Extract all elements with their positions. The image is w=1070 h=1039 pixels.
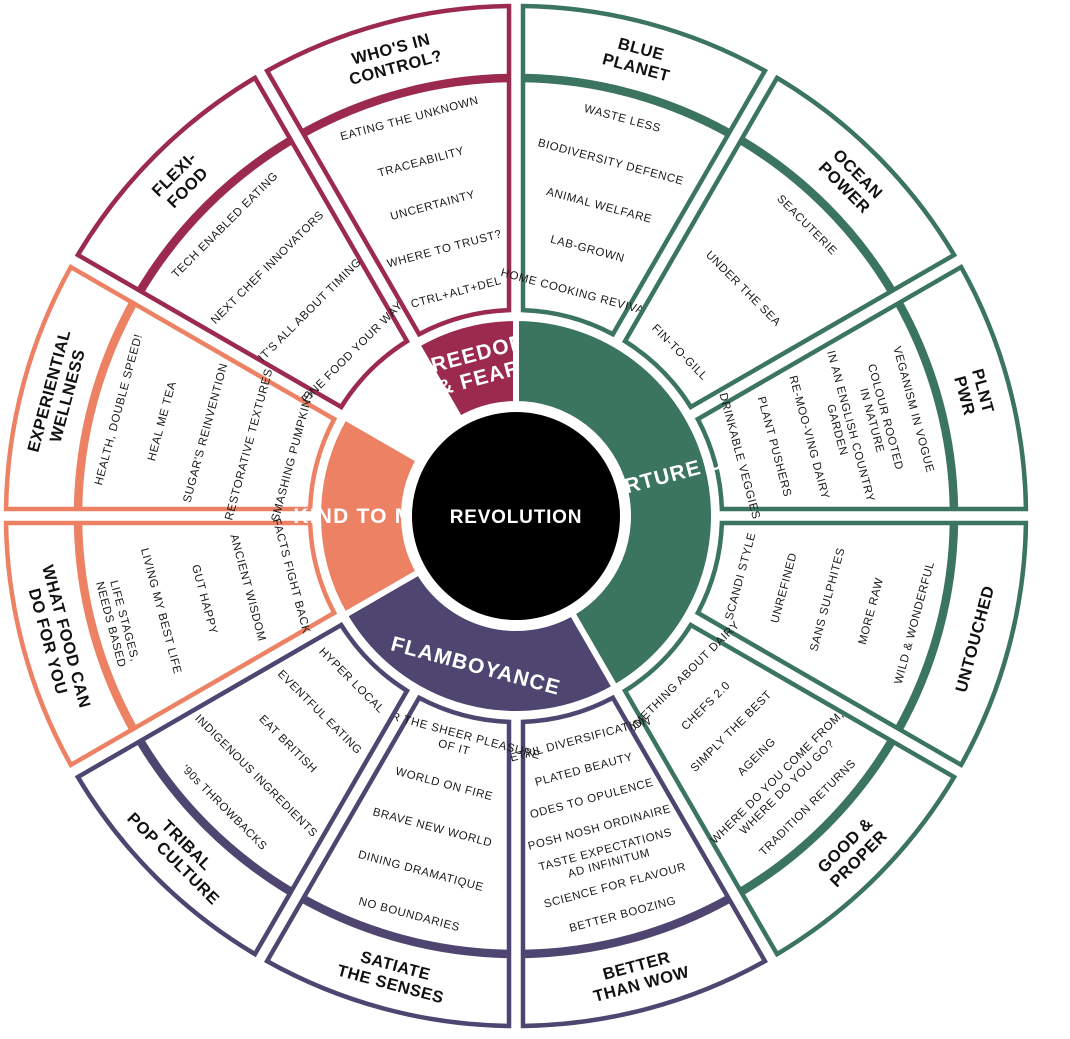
theme-flamboyance: FLAMBOYANCE: [340, 567, 620, 717]
theme-band: [340, 567, 620, 717]
segment-inner-box: [621, 621, 894, 894]
theme-freedom: FREEDOM& FEAR: [412, 314, 531, 424]
segment-outer-box: [74, 738, 294, 958]
theme-label-line: KIND TO ME: [293, 505, 428, 528]
revolution-label: REVOLUTION: [450, 507, 583, 528]
theme-band: [315, 412, 424, 620]
segment-inner-box: [300, 77, 512, 338]
segment-inner-box: [694, 520, 955, 732]
segment-outer-box: [520, 897, 769, 1029]
segment-outer-box: [738, 74, 958, 294]
segment-outer-box: [897, 263, 1029, 512]
segment-outer-box: [74, 74, 294, 294]
revolution-circle: [406, 406, 626, 626]
segment-inner-box: [520, 694, 732, 955]
segment-inner-box: [138, 138, 411, 411]
segment-outer-box: [263, 897, 512, 1029]
segment-inner-box: [77, 520, 338, 732]
theme-kind: KIND TO ME: [293, 412, 428, 620]
revolution-core: REVOLUTION: [406, 406, 626, 626]
segment-outer-box: [897, 520, 1029, 769]
segment-outer-box: [263, 3, 512, 135]
theme-label: KIND TO ME: [293, 505, 428, 528]
segment-inner-box: [300, 694, 512, 955]
segment-inner-box: [694, 300, 955, 512]
segment-outer-box: [520, 3, 769, 135]
segment-outer-box: [3, 263, 135, 512]
segment-inner-box: [77, 300, 338, 512]
segment-inner-box: [621, 138, 894, 411]
segment-outer-box: [738, 738, 958, 958]
segment-outer-box: [3, 520, 135, 769]
segment-inner-box: [138, 621, 411, 894]
theme-band: [513, 314, 717, 692]
segment-inner-box: [520, 77, 732, 338]
